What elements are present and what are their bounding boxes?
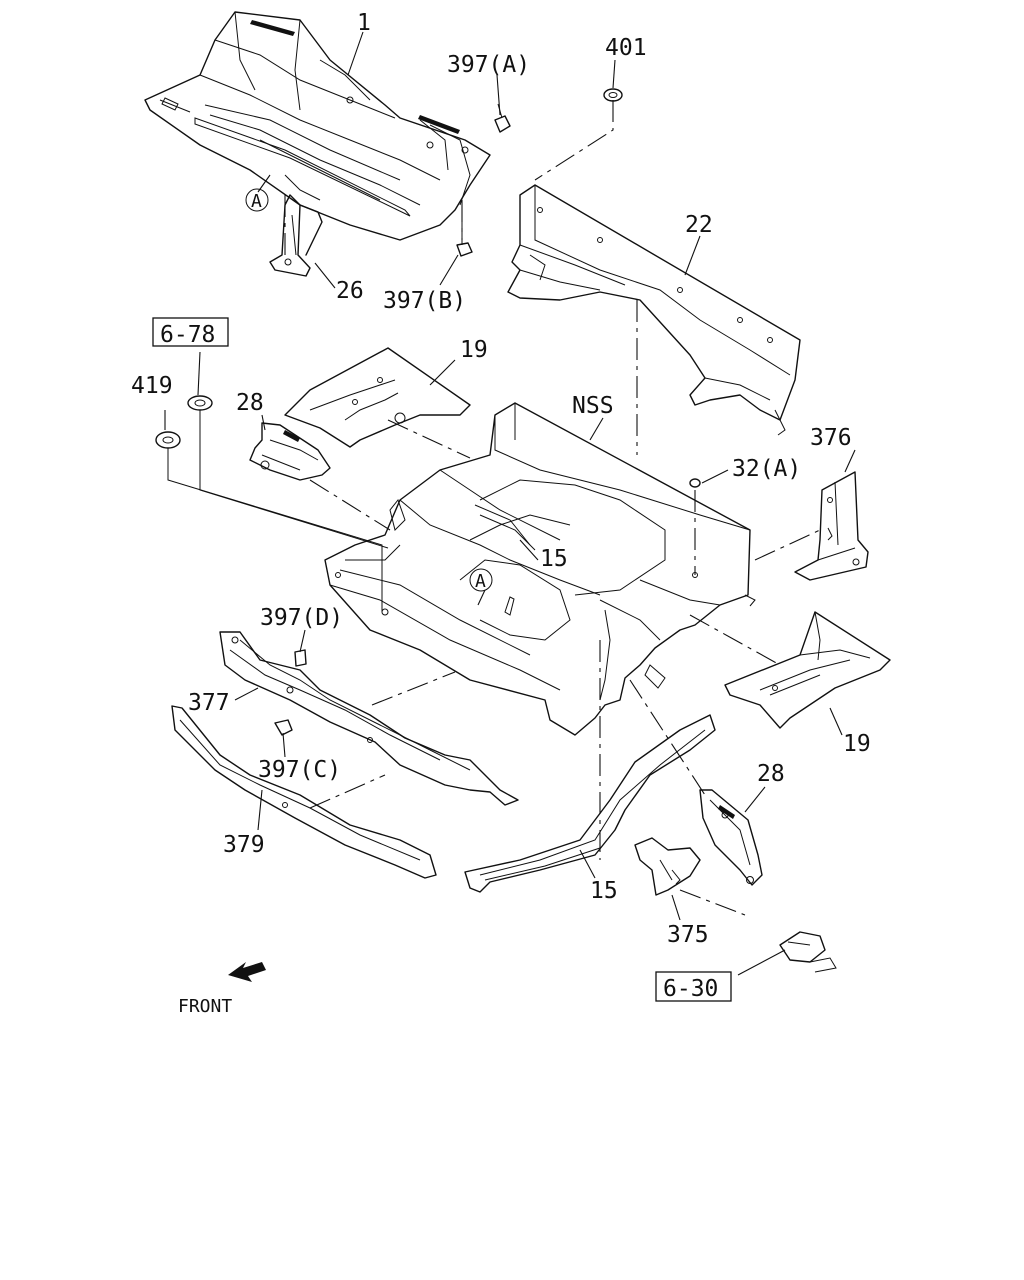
callout-379: 379 <box>223 832 265 858</box>
part-379-crossmember <box>171 705 437 879</box>
part-28-left-bracket <box>249 422 331 481</box>
part-19-upper-insulator <box>284 347 471 448</box>
callout-nss: NSS <box>572 393 614 419</box>
ref-marker-a-center: A <box>469 568 493 592</box>
part-6-78-grommet <box>187 395 213 411</box>
ref-marker-a-top: A <box>245 188 269 212</box>
callout-6-78: 6-78 <box>160 322 215 348</box>
callout-397a: 397(A) <box>447 52 530 78</box>
callout-397c: 397(C) <box>258 757 341 783</box>
assembly-lines <box>167 100 821 916</box>
part-397a-clip <box>494 103 511 133</box>
front-label: FRONT <box>178 996 232 1017</box>
callout-419: 419 <box>131 373 173 399</box>
callout-375: 375 <box>667 922 709 948</box>
ref-box-6-30 <box>655 971 732 1002</box>
part-19-right-insulator <box>724 611 891 729</box>
callout-15-bottom: 15 <box>590 878 618 904</box>
part-419-grommet <box>155 431 181 449</box>
part-32a-clip <box>689 478 701 488</box>
callout-labels: 1 397(A) 401 22 26 397(B) 6-78 19 419 28… <box>131 10 871 1017</box>
callout-32a: 32(A) <box>732 456 801 482</box>
callout-1: 1 <box>357 10 371 36</box>
callout-376: 376 <box>810 425 852 451</box>
callout-6-30: 6-30 <box>663 976 718 1002</box>
callout-15-mid: 15 <box>540 546 568 572</box>
part-nss-floor-frame <box>324 402 756 736</box>
ref-marker-a-top-text: A <box>251 191 262 212</box>
ref-box-6-78 <box>152 317 229 347</box>
callout-397b: 397(B) <box>383 288 466 314</box>
part-1-front-floor-panel <box>144 11 491 241</box>
part-375-bracket <box>634 837 701 896</box>
callout-377: 377 <box>188 690 230 716</box>
ref-marker-a-center-text: A <box>475 571 486 592</box>
callout-28-left: 28 <box>236 390 264 416</box>
part-397d-clip <box>294 649 307 667</box>
part-22-crossmember <box>507 184 801 436</box>
part-397c-clip <box>274 719 293 736</box>
callout-22: 22 <box>685 212 713 238</box>
front-arrow-icon <box>228 962 266 982</box>
callout-401: 401 <box>605 35 647 61</box>
part-28-right-bracket <box>699 789 763 886</box>
callout-19-right: 19 <box>843 731 871 757</box>
callout-28-right: 28 <box>757 761 785 787</box>
part-26-bracket <box>269 194 323 277</box>
part-377-crossmember <box>219 631 519 806</box>
part-6-30-connector <box>779 931 837 973</box>
callout-397d: 397(D) <box>260 605 343 631</box>
part-401-nut <box>603 88 623 102</box>
callout-19-top: 19 <box>460 337 488 363</box>
part-397b-clip <box>456 220 473 257</box>
callout-26: 26 <box>336 278 364 304</box>
part-376-bracket <box>794 471 869 581</box>
